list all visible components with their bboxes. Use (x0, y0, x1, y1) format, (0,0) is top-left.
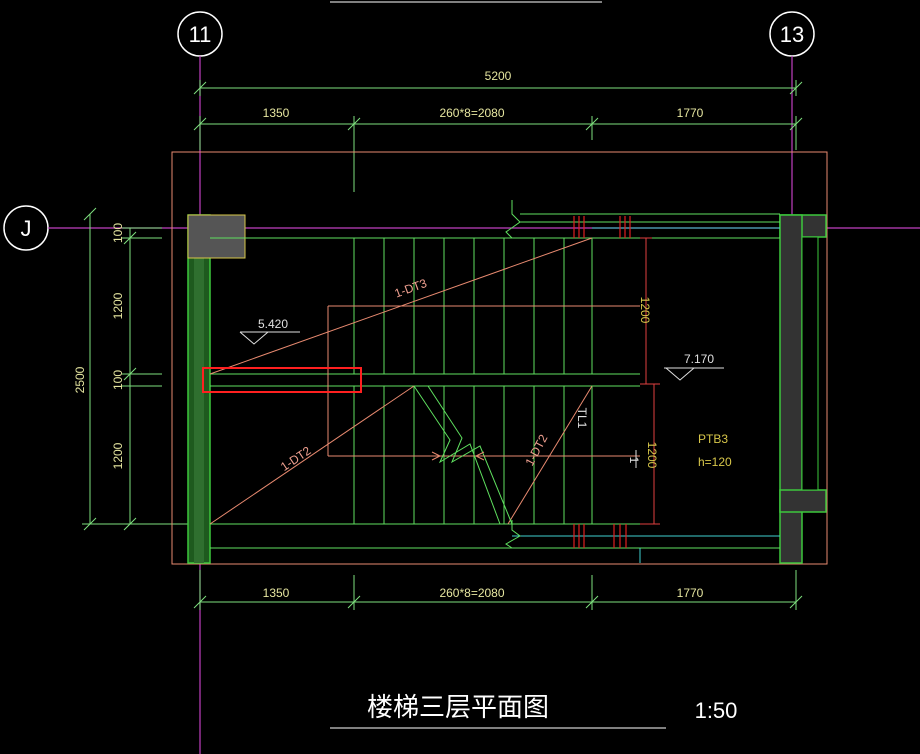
axis-bubble-11: 11 (177, 11, 223, 57)
outer-outline (171, 151, 828, 565)
drawing-title: 楼梯三层平面图 (367, 693, 549, 723)
highlight-box (202, 367, 362, 393)
red-markers (573, 216, 631, 548)
axis-label-j: J (21, 216, 32, 241)
dim-bottom-right: 1770 (677, 586, 704, 600)
elevation-right-value: 7.170 (684, 352, 714, 366)
elevation-mark-left: 5.420 (239, 317, 300, 345)
stair-boundaries (210, 213, 780, 549)
dim-left-total: 2500 (73, 366, 87, 393)
flight-diag-label: 1-DT2 (522, 432, 550, 468)
dim-bottom-left: 1350 (263, 586, 290, 600)
bottom-dimensions (193, 570, 803, 610)
right-dimensions (640, 237, 660, 525)
beam-tl1-label: TL1 (575, 408, 589, 429)
top-dimensions (193, 80, 803, 192)
cyan-lines (512, 227, 780, 563)
tl-mark-label: 1 (627, 457, 641, 464)
column-top-left (187, 214, 246, 259)
axis-bubble-13: 13 (769, 11, 815, 57)
dim-right-upper: 1200 (638, 297, 652, 324)
break-line (413, 200, 521, 549)
left-wall (187, 214, 211, 564)
direction-arrows (420, 451, 496, 461)
lower-treads (353, 386, 593, 524)
axis-label-11: 11 (189, 22, 212, 47)
dim-left-lower: 1200 (111, 442, 125, 469)
dim-top-middle: 260*8=2080 (439, 106, 504, 120)
axis-bubble-j: J (3, 205, 49, 251)
axis-label-13: 13 (780, 22, 804, 47)
left-dimensions (82, 207, 200, 531)
dim-top-right: 1770 (677, 106, 704, 120)
dim-right-lower: 1200 (645, 442, 659, 469)
slab-name-label: PTB3 (698, 432, 728, 446)
dim-left-upper: 1200 (111, 292, 125, 319)
dim-total-width: 5200 (485, 69, 512, 83)
slab-thickness-label: h=120 (698, 455, 732, 469)
drawing-scale: 1:50 (695, 698, 738, 723)
elevation-left-value: 5.420 (258, 317, 288, 331)
dim-left-top-small: 100 (111, 223, 125, 243)
dim-top-left: 1350 (263, 106, 290, 120)
elevation-mark-right: 7.170 (664, 352, 724, 381)
flight-lower-label: 1-DT2 (278, 443, 314, 473)
flight-upper-label: 1-DT3 (393, 276, 429, 301)
right-wall (779, 214, 827, 564)
dim-left-mid-small: 100 (111, 370, 125, 390)
dim-bottom-middle: 260*8=2080 (439, 586, 504, 600)
